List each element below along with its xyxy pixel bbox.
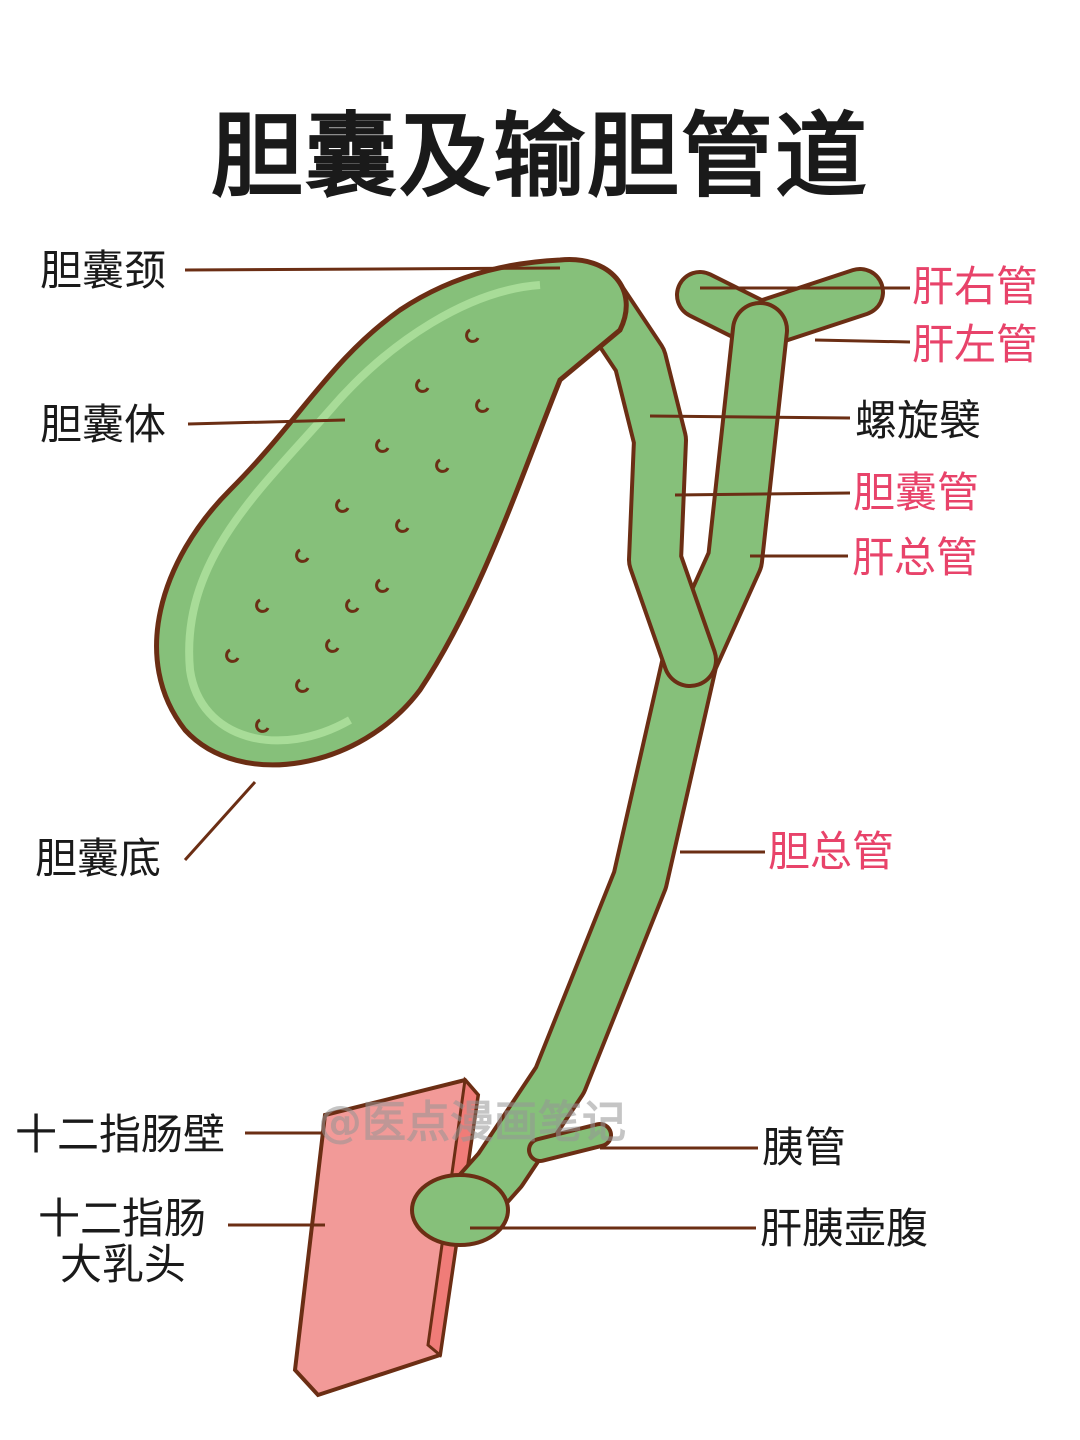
label-common-hepatic-duct: 肝总管 [852,533,979,582]
label-cystic-duct: 胆囊管 [853,468,980,517]
label-left-hepatic-duct: 肝左管 [912,320,1039,369]
bile-ducts [431,267,885,1244]
label-papilla-line1: 十二指肠 [38,1194,207,1243]
label-spiral-fold: 螺旋襞 [855,396,982,445]
leader-lines [183,266,911,1230]
label-pancreatic-duct: 胰管 [762,1123,847,1172]
gallbladder-texture [225,328,490,733]
watermark: @医点漫画笔记 [318,1097,626,1148]
label-duodenal-wall: 十二指肠壁 [15,1110,226,1159]
label-gallbladder-neck: 胆囊颈 [40,246,167,295]
ampulla-shape [410,1173,510,1247]
label-gallbladder-fundus: 胆囊底 [35,834,162,883]
label-papilla-line2: 大乳头 [60,1240,187,1289]
diagram-title: 胆囊及输胆管道 [210,103,869,210]
label-gallbladder-body: 胆囊体 [40,400,167,449]
gallbladder [154,257,629,768]
label-common-bile-duct: 胆总管 [768,827,895,876]
label-ampulla: 肝胰壶腹 [760,1204,929,1253]
label-right-hepatic-duct: 肝右管 [912,262,1039,311]
